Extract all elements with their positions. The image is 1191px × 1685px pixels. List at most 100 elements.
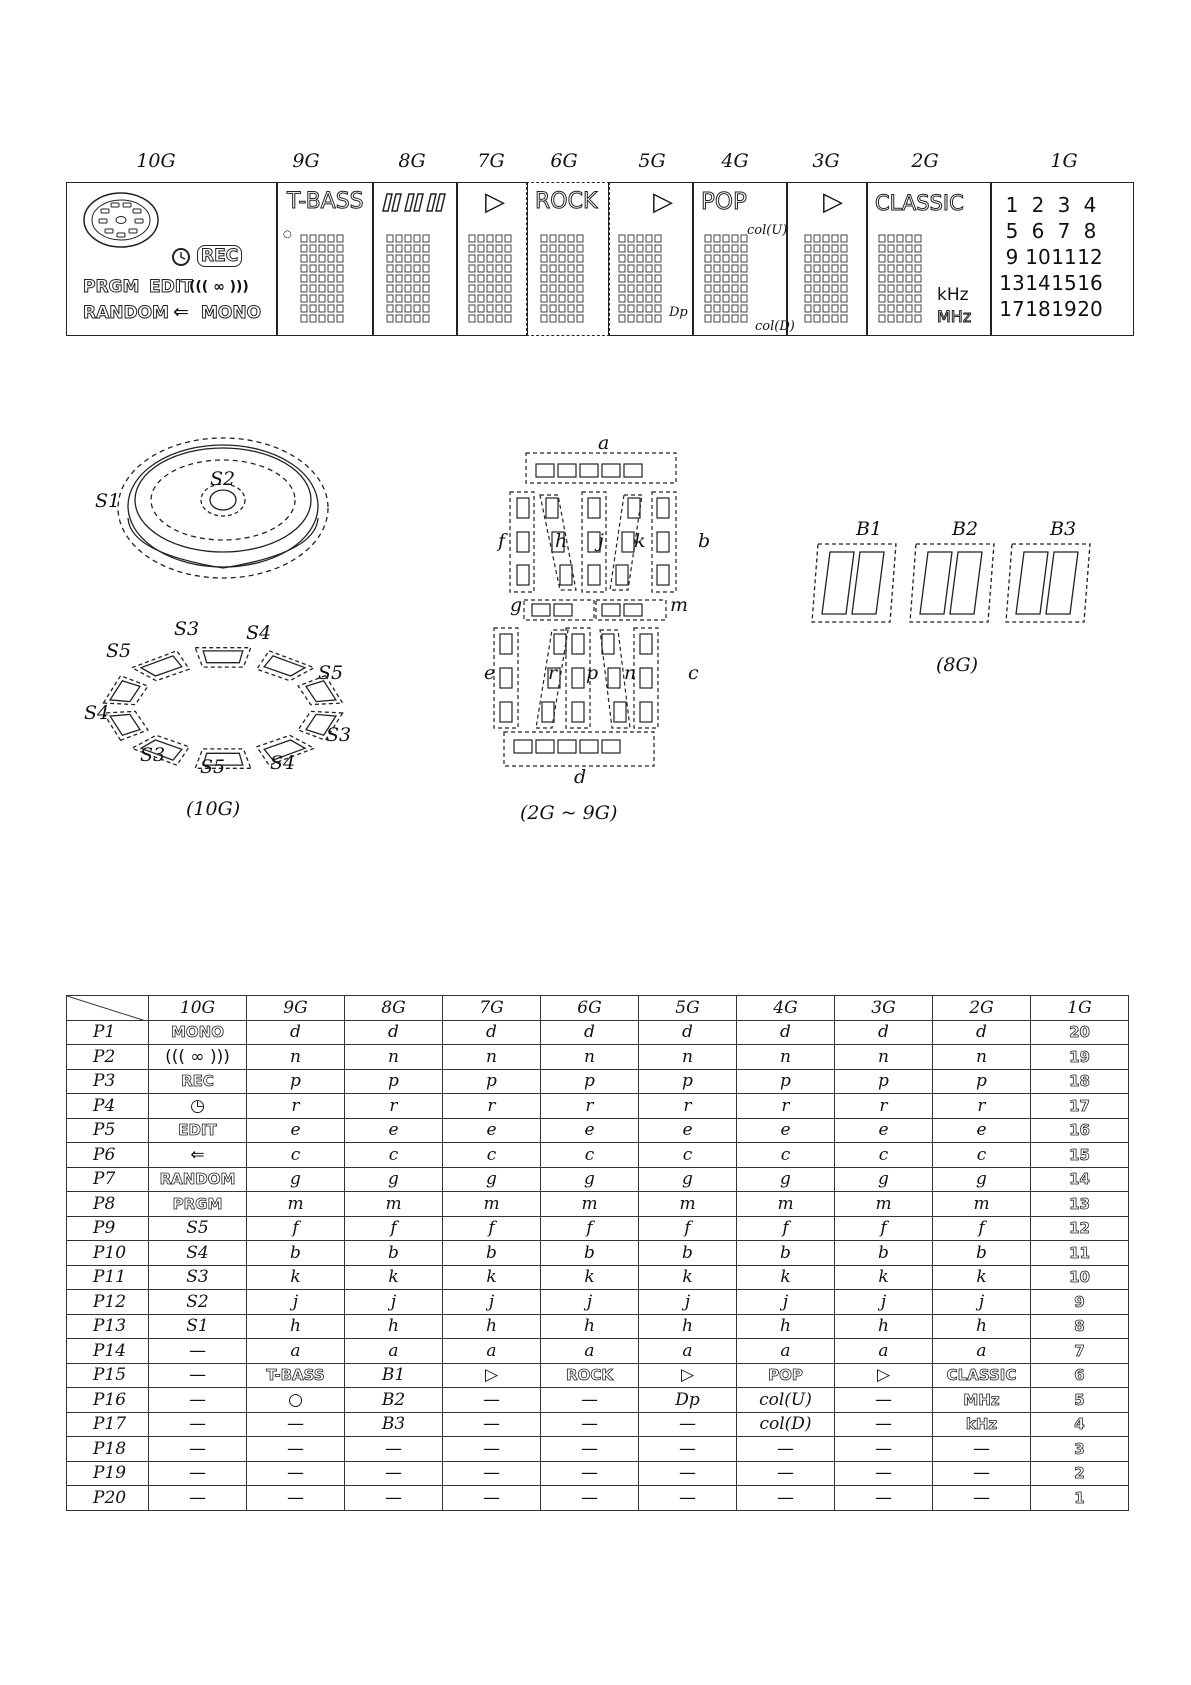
col-u-indicator: col(U) bbox=[747, 223, 788, 238]
table-cell: k bbox=[540, 1264, 639, 1290]
column-header: 1G bbox=[1030, 995, 1129, 1021]
disc-label-s1: S1 bbox=[95, 490, 121, 512]
edit-indicator: EDIT bbox=[149, 277, 194, 298]
segment-digit-3g bbox=[804, 234, 848, 323]
table-cell: c bbox=[932, 1142, 1031, 1168]
table-cell: f bbox=[246, 1215, 345, 1241]
table-cell: b bbox=[246, 1240, 345, 1266]
table-cell: c bbox=[736, 1142, 835, 1168]
mhz-indicator: MHz bbox=[936, 307, 972, 327]
table-cell: — bbox=[442, 1485, 541, 1511]
ring-label: S3 bbox=[140, 744, 166, 766]
pop-indicator: POP bbox=[701, 189, 748, 216]
table-cell: d bbox=[736, 1019, 835, 1045]
rec-indicator: REC bbox=[197, 245, 243, 267]
fourteen-segment-diagram bbox=[493, 452, 677, 767]
grid-label-6g: 6G bbox=[550, 150, 578, 172]
table-cell: r bbox=[834, 1093, 933, 1119]
table-cell: p bbox=[932, 1068, 1031, 1094]
table-cell: EDIT bbox=[148, 1117, 247, 1143]
track-number: 16 bbox=[1077, 271, 1103, 295]
mono-indicator: MONO bbox=[200, 303, 262, 324]
pin-label: P8 bbox=[66, 1191, 149, 1217]
track-number: 13 bbox=[999, 271, 1025, 295]
rock-indicator: ROCK bbox=[534, 189, 598, 215]
table-cell: g bbox=[932, 1166, 1031, 1192]
table-cell: h bbox=[540, 1313, 639, 1339]
table-cell: n bbox=[344, 1044, 443, 1070]
table-cell: p bbox=[638, 1068, 737, 1094]
panel-9g: T-BASS ○ bbox=[276, 182, 374, 336]
segment-digit-2g bbox=[878, 234, 922, 323]
table-cell: a bbox=[638, 1338, 737, 1364]
table-cell: f bbox=[736, 1215, 835, 1241]
table-cell: d bbox=[638, 1019, 737, 1045]
prgm-indicator: PRGM bbox=[82, 277, 140, 298]
table-cell: S2 bbox=[148, 1289, 247, 1315]
stereo-icon: ((( ∞ ))) bbox=[189, 279, 249, 295]
table-cell: r bbox=[540, 1093, 639, 1119]
pin-label: P17 bbox=[66, 1411, 149, 1437]
col-d-indicator: col(D) bbox=[755, 319, 795, 334]
track-number: 14 bbox=[1025, 271, 1051, 295]
table-cell: r bbox=[638, 1093, 737, 1119]
column-header: 10G bbox=[148, 995, 247, 1021]
table-cell: — bbox=[834, 1387, 933, 1413]
table-cell: — bbox=[540, 1411, 639, 1437]
table-cell: e bbox=[638, 1117, 737, 1143]
table-cell: f bbox=[540, 1215, 639, 1241]
table-cell: f bbox=[638, 1215, 737, 1241]
table-cell: MONO bbox=[148, 1019, 247, 1045]
table-cell: n bbox=[540, 1044, 639, 1070]
table-cell: — bbox=[148, 1338, 247, 1364]
table-cell: — bbox=[736, 1460, 835, 1486]
table-cell: j bbox=[736, 1289, 835, 1315]
segment-label-b: b bbox=[698, 530, 711, 552]
table-cell: f bbox=[344, 1215, 443, 1241]
track-number: 17 bbox=[999, 297, 1025, 321]
table-cell: col(U) bbox=[736, 1387, 835, 1413]
table-cell: — bbox=[736, 1485, 835, 1511]
table-cell: ▷ bbox=[442, 1362, 541, 1388]
table-cell: n bbox=[932, 1044, 1031, 1070]
table-cell: 14 bbox=[1030, 1166, 1129, 1192]
table-cell: h bbox=[638, 1313, 737, 1339]
bar-label-b1: B1 bbox=[856, 518, 883, 540]
ring-segment-inner bbox=[304, 713, 338, 736]
ring-segment bbox=[102, 674, 149, 706]
track-number: 15 bbox=[1051, 271, 1077, 295]
table-cell: m bbox=[246, 1191, 345, 1217]
ring-label: S5 bbox=[318, 662, 344, 684]
table-cell: e bbox=[736, 1117, 835, 1143]
pin-label: P6 bbox=[66, 1142, 149, 1168]
ring-label: S5 bbox=[200, 756, 226, 778]
table-cell: h bbox=[344, 1313, 443, 1339]
ring-segment bbox=[130, 650, 191, 682]
table-cell: col(D) bbox=[736, 1411, 835, 1437]
table-cell: f bbox=[932, 1215, 1031, 1241]
table-cell: a bbox=[540, 1338, 639, 1364]
table-cell: — bbox=[148, 1411, 247, 1437]
table-cell: — bbox=[834, 1436, 933, 1462]
bar-indicator-8g bbox=[382, 193, 446, 212]
ring-label: S5 bbox=[106, 640, 132, 662]
dp-indicator: Dp bbox=[669, 305, 688, 320]
ring-label: S3 bbox=[174, 618, 200, 640]
table-cell: c bbox=[834, 1142, 933, 1168]
ring-segment bbox=[194, 647, 252, 668]
column-header: 5G bbox=[638, 995, 737, 1021]
table-cell: S1 bbox=[148, 1313, 247, 1339]
table-cell: POP bbox=[736, 1362, 835, 1388]
table-cell: m bbox=[638, 1191, 737, 1217]
panel-6g: ROCK bbox=[526, 182, 610, 336]
bar-segment-diagram bbox=[811, 543, 1091, 623]
table-cell: ROCK bbox=[540, 1362, 639, 1388]
table-cell: b bbox=[442, 1240, 541, 1266]
table-cell: — bbox=[932, 1460, 1031, 1486]
track-number: 7 bbox=[1057, 219, 1071, 243]
